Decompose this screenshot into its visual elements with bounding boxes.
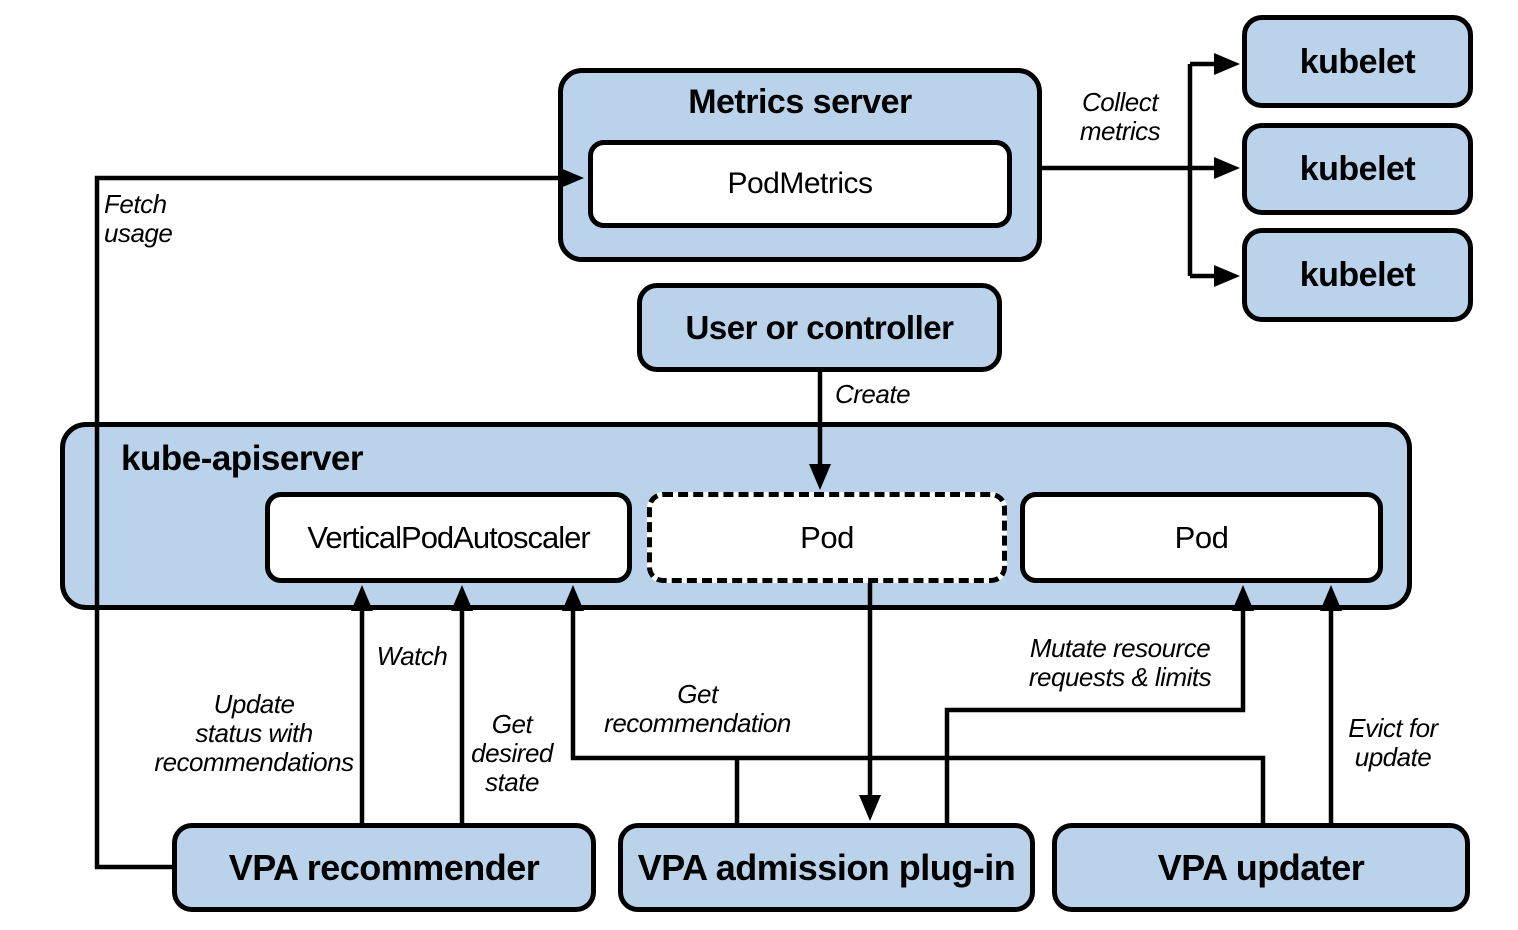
vpa-recommender-box: VPA recommender (172, 823, 596, 912)
vpa-admission-plugin-box: VPA admission plug-in (618, 823, 1035, 912)
vpa-updater-label: VPA updater (1157, 846, 1365, 888)
podmetrics-label: PodMetrics (727, 167, 873, 200)
podmetrics-box: PodMetrics (588, 140, 1012, 228)
watch-label: Watch (376, 641, 448, 671)
update-status-label: Update status with recommendations (154, 689, 354, 778)
kubelet-box-3: kubelet (1242, 228, 1473, 322)
kube-apiserver-label: kube-apiserver (121, 439, 364, 478)
kubelet-label-3: kubelet (1299, 256, 1416, 294)
pod-pending-box: Pod (647, 492, 1007, 583)
kubelet-label-2: kubelet (1299, 150, 1416, 188)
kubelet-label-1: kubelet (1299, 42, 1416, 81)
kubelet-box-1: kubelet (1242, 15, 1473, 108)
pod-running-box: Pod (1020, 492, 1383, 583)
verticalpodautoscaler-box: VerticalPodAutoscaler (265, 492, 632, 583)
get-recommendation-label: Get recommendation (604, 679, 791, 739)
get-desired-state-label: Get desired state (471, 709, 553, 798)
create-label: Create (835, 379, 911, 409)
mutate-label: Mutate resource requests & limits (1028, 633, 1212, 693)
user-or-controller-box: User or controller (637, 283, 1002, 372)
kubelet-box-2: kubelet (1242, 123, 1473, 215)
user-or-controller-label: User or controller (685, 309, 954, 346)
evict-for-update-label: Evict for update (1348, 713, 1438, 773)
vpa-updater-box: VPA updater (1052, 823, 1470, 912)
fetch-usage-label: Fetch usage (104, 189, 173, 249)
pod-running-label: Pod (1174, 520, 1229, 555)
vpa-admission-plugin-label: VPA admission plug-in (637, 846, 1016, 888)
collect-metrics-label: Collect metrics (1079, 87, 1161, 147)
pod-pending-label: Pod (800, 520, 854, 555)
verticalpodautoscaler-label: VerticalPodAutoscaler (307, 520, 590, 555)
vpa-recommender-label: VPA recommender (228, 846, 540, 888)
metrics-server-label: Metrics server (688, 83, 912, 121)
